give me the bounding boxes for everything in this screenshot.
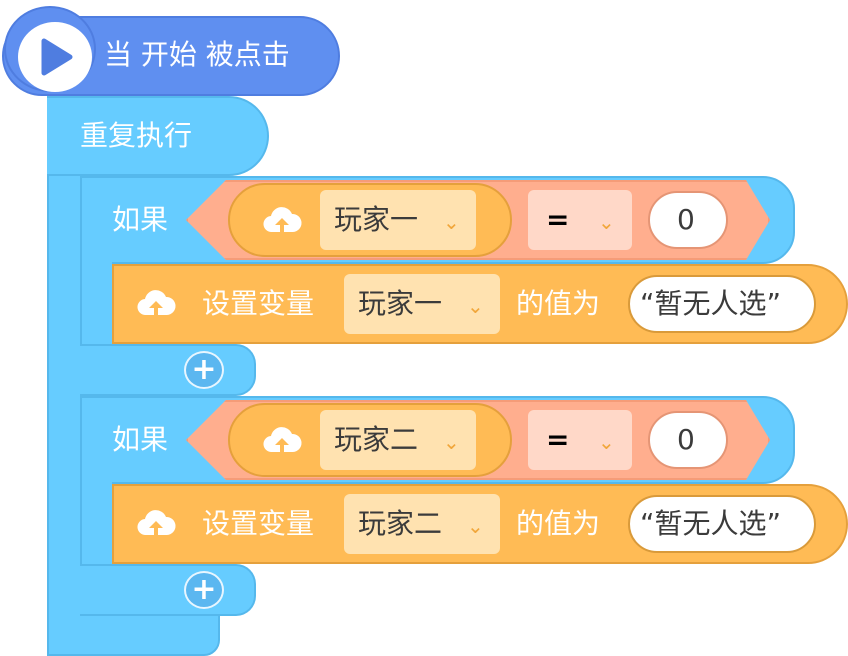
if-block-1-footer — [80, 344, 256, 396]
value-text: 0 — [677, 203, 695, 236]
to-value-label: 的值为 — [516, 287, 601, 320]
string-value-input[interactable] — [628, 275, 816, 333]
chevron-down-icon: ⌄ — [443, 210, 460, 234]
cloud-upload-icon — [137, 510, 176, 537]
operator-dropdown[interactable] — [528, 410, 632, 470]
hat-label: 当 开始 被点击 — [104, 38, 290, 71]
if-label: 如果 — [112, 203, 169, 236]
string-value-input[interactable] — [628, 495, 816, 553]
operator-dropdown[interactable] — [528, 190, 632, 250]
value-text: 0 — [677, 423, 695, 456]
value-input[interactable] — [648, 191, 728, 249]
variable-name: 玩家二 — [334, 423, 419, 456]
operator-symbol: = — [546, 203, 570, 236]
set-variable-label: 设置变量 — [202, 507, 315, 540]
variable-dropdown[interactable] — [320, 190, 476, 250]
set-variable-label: 设置变量 — [202, 287, 315, 320]
string-value-text: “暂无人选” — [640, 287, 782, 320]
add-branch-button[interactable]: + — [184, 351, 224, 389]
string-value-text: “暂无人选” — [640, 507, 782, 540]
play-button[interactable] — [4, 6, 96, 92]
play-icon-bg — [18, 22, 92, 92]
chevron-down-icon: ⌄ — [443, 430, 460, 454]
variable-name: 玩家一 — [334, 203, 419, 236]
if-label: 如果 — [112, 423, 169, 456]
chevron-down-icon: ⌄ — [467, 294, 484, 318]
set-variable-dropdown[interactable] — [344, 494, 500, 554]
cloud-upload-icon — [263, 207, 302, 234]
cloud-upload-icon — [263, 427, 302, 454]
cloud-upload-icon — [137, 290, 176, 317]
repeat-forever-header[interactable] — [47, 96, 269, 176]
variable-dropdown[interactable] — [320, 410, 476, 470]
set-variable-name: 玩家一 — [358, 287, 443, 320]
repeat-forever-label: 重复执行 — [80, 119, 193, 152]
operator-symbol: = — [546, 423, 570, 456]
if-block-2-footer — [80, 564, 256, 616]
add-branch-button[interactable]: + — [184, 571, 224, 609]
chevron-down-icon: ⌄ — [598, 210, 615, 234]
play-icon — [41, 38, 73, 76]
value-input[interactable] — [648, 411, 728, 469]
set-variable-dropdown[interactable] — [344, 274, 500, 334]
to-value-label: 的值为 — [516, 507, 601, 540]
chevron-down-icon: ⌄ — [467, 514, 484, 538]
chevron-down-icon: ⌄ — [598, 430, 615, 454]
set-variable-name: 玩家二 — [358, 507, 443, 540]
